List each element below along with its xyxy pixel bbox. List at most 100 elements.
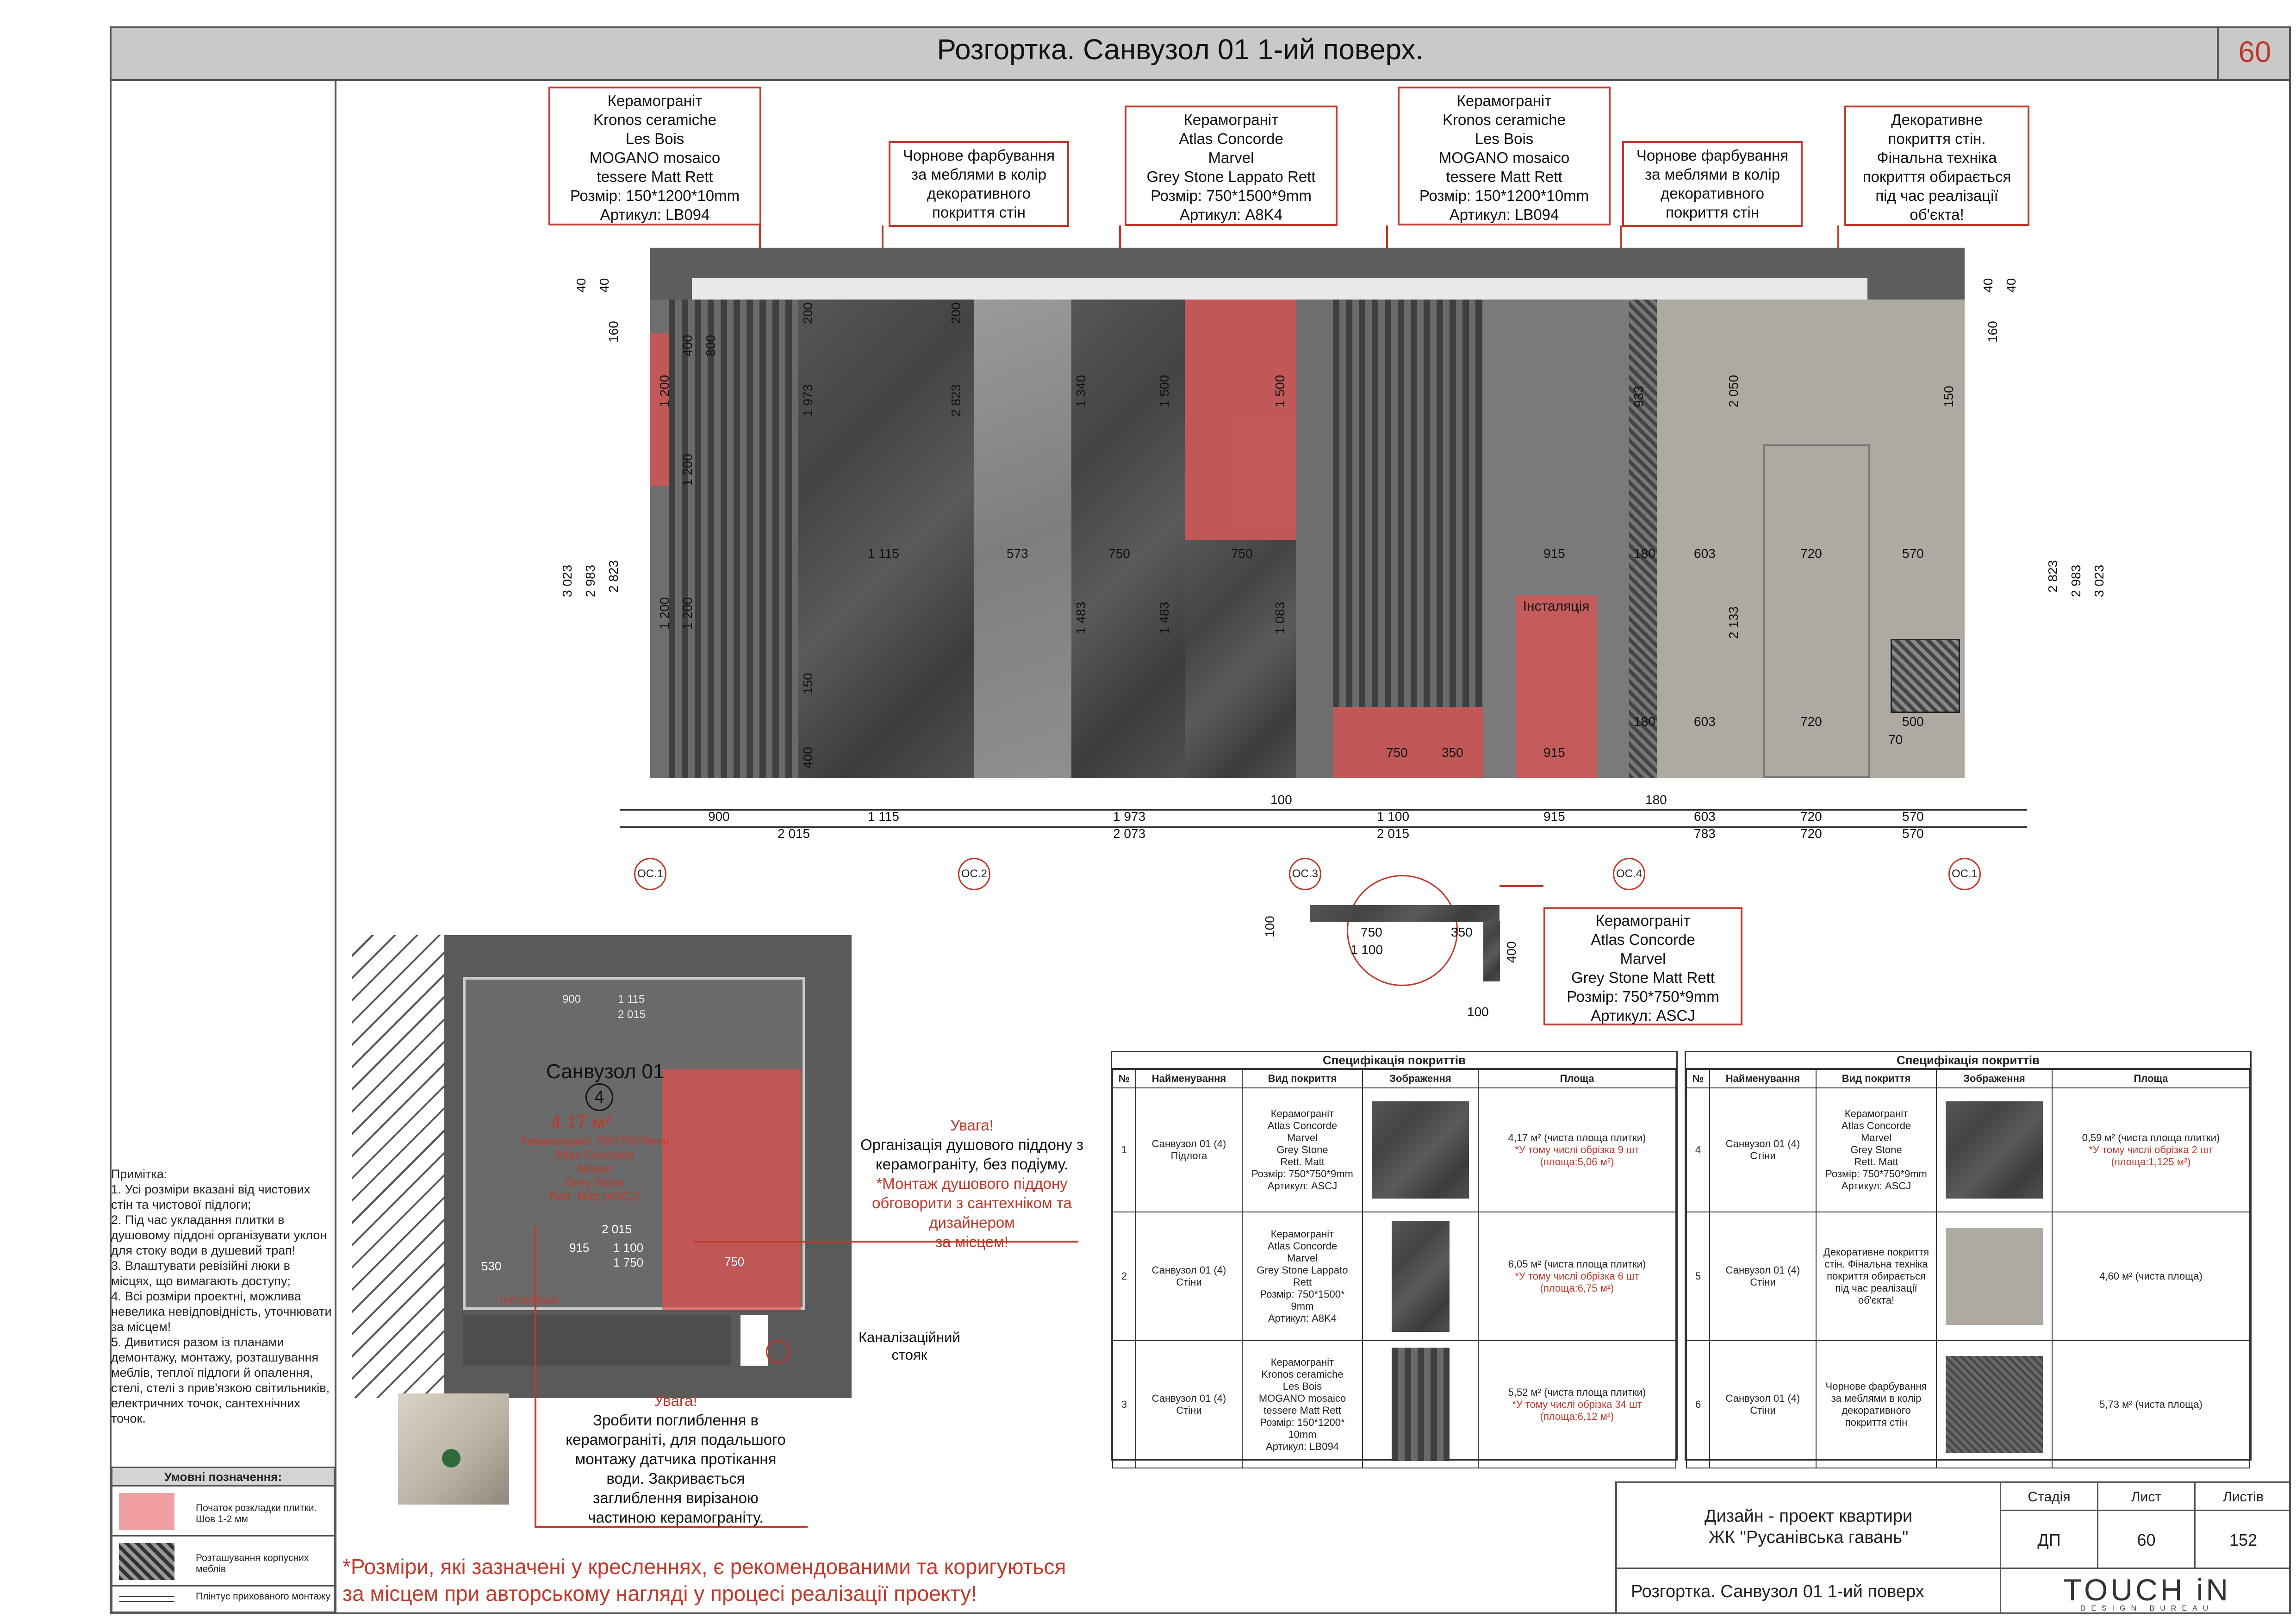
axis-marker: ОС.2 xyxy=(958,858,990,890)
dim-right-3: 3 023 xyxy=(2092,564,2106,597)
door-outline xyxy=(1763,444,1870,778)
mogano-tile-area-2 xyxy=(1333,300,1483,707)
dim-right-1: 2 823 xyxy=(2046,560,2060,593)
dim-mid: 500 xyxy=(1902,714,1924,729)
plan-dim: 530 xyxy=(481,1259,502,1273)
furniture-swatch xyxy=(119,1543,174,1580)
dim-right-5: 40 xyxy=(1981,278,1995,293)
sheet-number: 60 xyxy=(2217,26,2291,81)
leader-line xyxy=(694,1241,1078,1243)
dim-bottom: 783 xyxy=(1694,826,1716,841)
dim-mid: 180 xyxy=(1634,546,1655,561)
swatch-matt xyxy=(1372,1101,1469,1199)
plan-dim: 900 xyxy=(562,993,581,1006)
dim-mid: 915 xyxy=(1543,546,1565,561)
dim-bottom: 720 xyxy=(1800,809,1822,824)
dim-bottom: 1 100 xyxy=(1377,809,1410,824)
dim-inner: 1 200 xyxy=(657,375,672,407)
axis-marker: ОС.4 xyxy=(1613,858,1645,890)
dim-inner: 1 500 xyxy=(1157,375,1171,407)
dim-bottom: 720 xyxy=(1800,826,1822,841)
dim-mid: 573 xyxy=(1007,546,1028,561)
dim-right-4: 160 xyxy=(1985,321,2000,343)
dim-mid: 603 xyxy=(1694,714,1716,729)
detail-dim: 100 xyxy=(1263,916,1277,937)
dim-inner: 2 050 xyxy=(1726,375,1741,407)
notes: Примітка: 1. Усі розміри вказані від чис… xyxy=(111,1167,332,1425)
legend-row: Плінтус прихованого монтажу xyxy=(112,1587,334,1612)
dim-left-4: 160 xyxy=(606,321,621,343)
page-title: Розгортка. Санвузол 01 1-ий поверх. xyxy=(937,34,1424,66)
dim-mid: 570 xyxy=(1902,546,1924,561)
swatch-decor xyxy=(1946,1228,2043,1325)
spec-row: 5 Санвузол 01 (4) Стіни Декоративне покр… xyxy=(1686,1212,2250,1341)
dim-inner: 200 xyxy=(949,302,963,324)
dim-line xyxy=(620,826,2027,828)
leader-line xyxy=(535,1227,536,1528)
ceiling-band xyxy=(650,248,1965,300)
dim-inner: 200 xyxy=(801,302,815,324)
detail-dim: 350 xyxy=(1451,925,1473,939)
mogano-tile-area-1 xyxy=(669,300,798,778)
brand-logo: TOUCH iN xyxy=(2063,1573,2231,1607)
dim-mid: 70 xyxy=(1888,732,1903,747)
dim-inner: 1 200 xyxy=(680,597,695,630)
dim-mid: 180 xyxy=(1634,714,1655,729)
dim-bottom: 2 073 xyxy=(1113,826,1146,841)
axis-marker: ОС.1 xyxy=(634,858,666,890)
legend-row: Розташування корпусних меблів xyxy=(112,1537,334,1587)
detail-circle xyxy=(1347,875,1458,986)
spec-table-left: Специфікація покриттів № Найменування Ви… xyxy=(1111,1051,1678,1468)
lappato-tile-area-3 xyxy=(1185,540,1296,778)
attention-sensor-note: Увага! Зробити поглиблення в керамограні… xyxy=(566,1392,786,1526)
dim-inner: 1 200 xyxy=(657,597,672,630)
dim-inner: 1 483 xyxy=(1157,601,1171,634)
dim-bottom: 1 973 xyxy=(1113,809,1146,824)
tile-start-zone xyxy=(1185,300,1296,540)
dim-mid: 750 xyxy=(1231,546,1253,561)
detail-dim: 1 100 xyxy=(1350,943,1383,957)
detail-dim: 100 xyxy=(1467,1005,1489,1019)
dim-inner: 1 200 xyxy=(680,453,695,486)
leak-sensor-icon xyxy=(442,1449,460,1468)
plan-shower-zone xyxy=(662,1069,801,1310)
dim-mid: 915 xyxy=(1543,745,1565,760)
detail-dim: 750 xyxy=(1361,925,1382,939)
tile-start-swatch xyxy=(119,1493,174,1530)
dim-bottom: 900 xyxy=(708,809,730,824)
dim-bottom: 570 xyxy=(1902,809,1924,824)
installation-label: Інсталяція xyxy=(1523,599,1590,614)
dim-bottom: 603 xyxy=(1694,809,1716,824)
dim-inner: 1 340 xyxy=(1074,375,1088,407)
dim-mid: 1 115 xyxy=(868,546,899,561)
dim-inner: 1 973 xyxy=(801,384,815,417)
leader-line xyxy=(535,1526,808,1528)
detail-dim: 400 xyxy=(1504,941,1518,963)
tile-start-zone xyxy=(650,333,669,486)
dim-inner: 2 823 xyxy=(949,384,963,417)
installation-frame: Інсталяція xyxy=(1516,595,1597,778)
detail-floor-tile xyxy=(1310,905,1500,922)
dim-bottom: 100 xyxy=(1270,793,1292,807)
shower-tray-zone xyxy=(1333,707,1483,778)
plan-dim: 1 115 xyxy=(618,993,645,1006)
title-block-project: Дизайн - проект квартири ЖК "Русанівська… xyxy=(1617,1483,2001,1569)
dim-line xyxy=(620,809,2027,811)
plan-riser xyxy=(740,1315,768,1366)
dim-bottom: 1 115 xyxy=(868,809,899,824)
brand-subtitle: DESIGN BUREAU xyxy=(2080,1605,2214,1612)
dim-left-3: 2 823 xyxy=(606,560,621,593)
attention-shower-note: Увага! Організація душового піддону з ке… xyxy=(860,1117,1083,1250)
plan-dim: 1 750 xyxy=(613,1255,644,1269)
detail-wall-tile xyxy=(1483,921,1500,981)
plan-dim: 2 015 xyxy=(618,1008,646,1021)
ceiling-strip xyxy=(692,278,1867,300)
